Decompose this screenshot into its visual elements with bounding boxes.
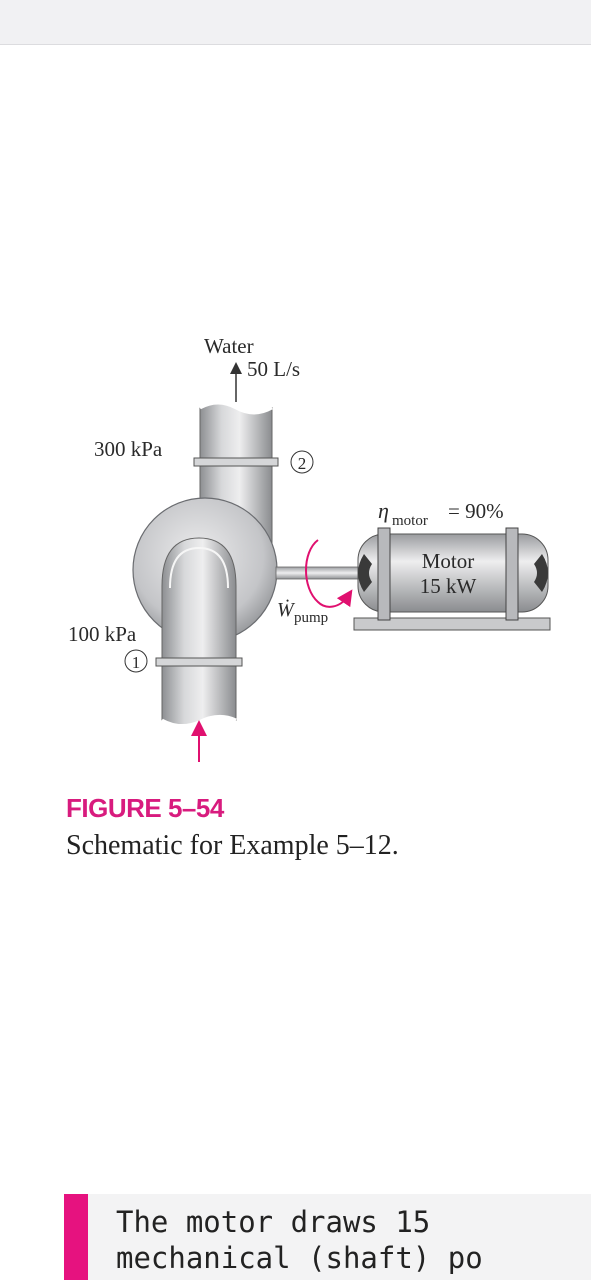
figure-number: FIGURE 5–54: [66, 793, 224, 823]
explanation-box: The motor draws 15 mechanical (shaft) po: [64, 1194, 591, 1280]
water-label: Water: [204, 334, 254, 358]
state-1-label: 1: [132, 653, 141, 672]
efficiency-value: = 90%: [448, 499, 504, 523]
outlet-flange: [193, 457, 279, 467]
state-2-marker: [290, 450, 314, 474]
pump-work-subscript: pump: [294, 610, 328, 626]
motor: [353, 527, 551, 631]
figure-caption: Schematic for Example 5–12.: [66, 830, 399, 861]
efficiency-subscript: motor: [392, 513, 428, 529]
inlet-flange: [155, 657, 243, 667]
state-1-marker: [124, 649, 148, 673]
outlet-pressure-label: 300 kPa: [94, 437, 163, 461]
state-2-label: 2: [298, 454, 307, 473]
motor-power-label: 15 kW: [420, 574, 477, 598]
pump-shaft: [275, 566, 359, 580]
pump-schematic: Water 50 L/s 300 kPa 2 100 kPa 1 η motor…: [68, 334, 551, 762]
explanation-line-1: The motor draws 15: [116, 1205, 431, 1239]
explanation-line-2: mechanical (shaft) po: [116, 1241, 483, 1275]
explanation-text: The motor draws 15 mechanical (shaft) po: [116, 1204, 591, 1276]
inlet-pressure-label: 100 kPa: [68, 622, 137, 646]
pump-work-symbol: Ẇ: [277, 598, 296, 621]
top-toolbar: [0, 0, 591, 45]
note-accent-bar: [64, 1194, 88, 1280]
efficiency-symbol: η: [378, 498, 389, 523]
shaft-work-arrow: [305, 539, 353, 608]
flow-rate-label: 50 L/s: [247, 357, 300, 381]
inlet-pipe: [161, 537, 237, 727]
motor-name-label: Motor: [422, 549, 475, 573]
